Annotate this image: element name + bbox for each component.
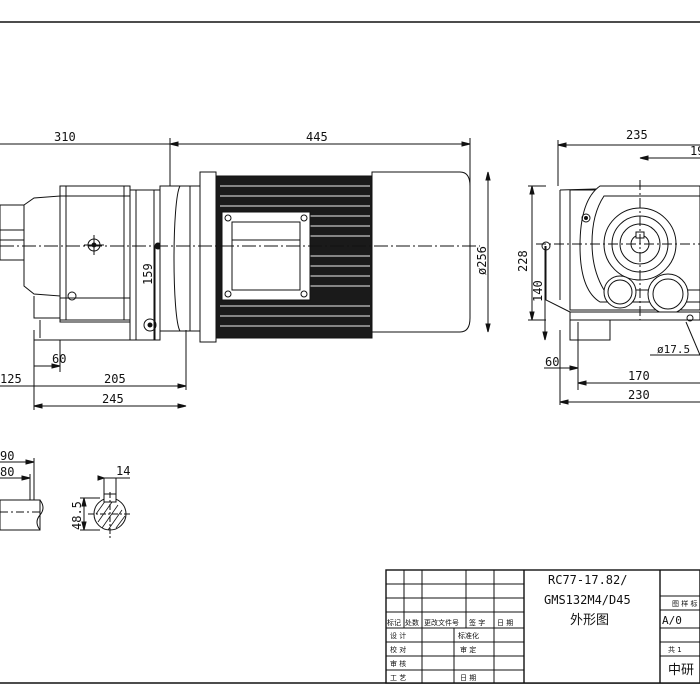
tb-model-line2: GMS132M4/D45	[544, 593, 631, 607]
side-view	[528, 140, 700, 405]
dim-125: 125	[0, 372, 22, 386]
dim-159: 159	[141, 263, 155, 285]
tb-label-approve: 审 定	[460, 645, 476, 654]
dim-245: 245	[102, 392, 124, 406]
tb-header-change-doc: 更改文件号	[424, 618, 459, 627]
dim-60-side: 60	[545, 355, 559, 369]
dim-key-width: 14	[116, 464, 130, 478]
tb-label-date: 日 期	[460, 674, 476, 682]
dim-205: 205	[104, 372, 126, 386]
tb-header-signature: 签 字	[469, 618, 485, 627]
tb-drawing-name: 外形图	[570, 613, 609, 628]
dim-60-front: 60	[52, 352, 66, 366]
dim-445: 445	[306, 130, 328, 144]
dim-235: 235	[626, 128, 648, 142]
tb-label-process: 工 艺	[390, 674, 406, 682]
tb-sheet: 共 1	[668, 645, 682, 654]
tb-model-line1: RC77-17.82/	[548, 573, 627, 587]
dim-hole-diameter: ø17.5	[657, 343, 690, 356]
tb-revision: A/0	[662, 614, 682, 627]
shaft-detail	[0, 458, 132, 538]
dim-310: 310	[54, 130, 76, 144]
tb-label-review: 审 核	[390, 659, 406, 668]
dim-140: 140	[531, 280, 545, 302]
dim-key-height: 48.5	[70, 501, 84, 530]
dim-230: 230	[628, 388, 650, 402]
dim-80: 80	[0, 465, 14, 479]
tb-company: 中研	[668, 663, 694, 678]
front-view	[0, 138, 491, 410]
tb-header-date: 日 期	[497, 619, 513, 627]
tb-label-standardization: 标准化	[458, 631, 479, 640]
dim-90: 90	[0, 449, 14, 463]
tb-label-check: 校 对	[390, 645, 406, 654]
dim-170: 170	[628, 369, 650, 383]
dim-19: 19	[690, 144, 700, 158]
title-block	[385, 569, 700, 684]
tb-stage-label: 图 样 标	[672, 599, 697, 608]
dim-228: 228	[516, 250, 530, 272]
tb-label-design: 设 计	[390, 631, 406, 640]
motor-fins	[220, 185, 370, 327]
dim-motor-diameter: ø256	[475, 246, 489, 275]
tb-header-count: 处数	[405, 618, 419, 627]
tb-header-mark: 标记	[387, 618, 401, 627]
